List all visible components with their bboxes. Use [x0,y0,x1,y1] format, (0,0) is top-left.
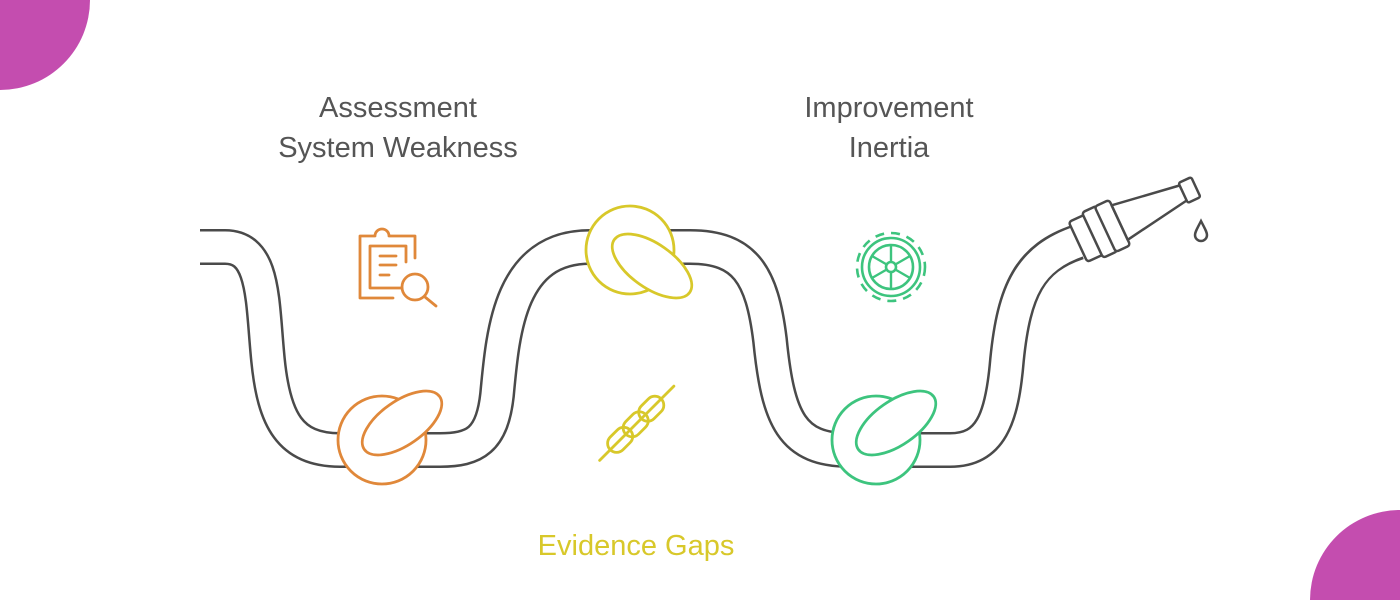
label-line: Assessment [319,92,477,124]
label-line: System Weakness [278,132,518,164]
label-line: Improvement [804,92,974,124]
gear-wheel-icon [855,231,927,303]
water-drop-icon [1193,218,1209,243]
label-line: Inertia [848,132,930,164]
knot-yellow [584,204,694,300]
chain-link-icon [598,384,676,462]
label-line: Evidence Gaps [537,530,735,562]
hose-nozzle-icon [1068,176,1202,263]
label-evidence-gaps: Evidence Gaps [476,526,796,566]
label-improvement-inertia: Improvement Inertia [729,88,1049,168]
clipboard-search-icon [358,227,438,308]
knot-orange [336,389,444,486]
label-assessment-system-weakness: Assessment System Weakness [238,88,558,168]
knot-green [830,389,938,486]
